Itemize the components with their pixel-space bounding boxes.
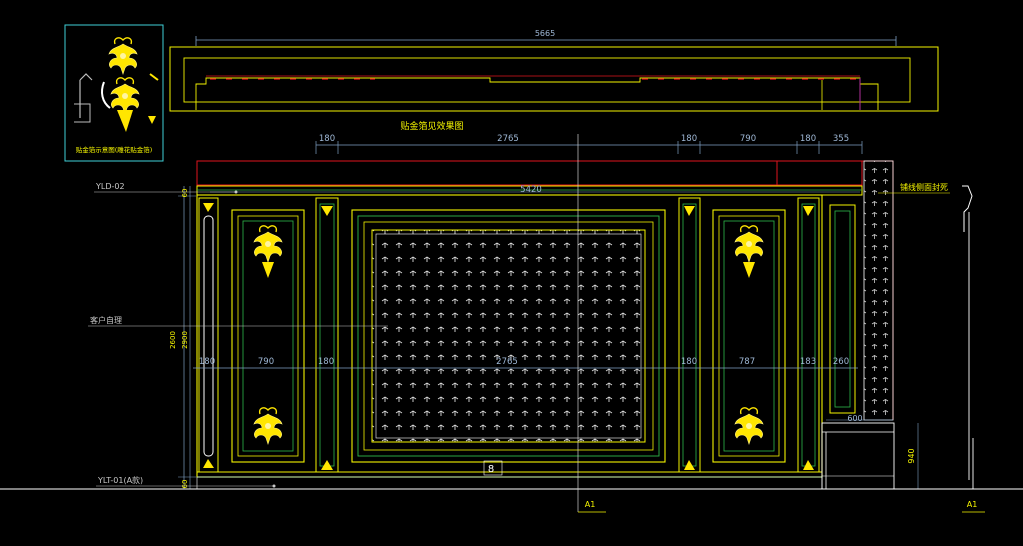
- dim-mid-7: 260: [833, 357, 849, 367]
- side-profile: [962, 185, 974, 489]
- section-marker-left: A1: [585, 500, 596, 509]
- dim-vertical-0: 2600: [169, 331, 177, 349]
- dim-mid-0: 180: [199, 357, 215, 367]
- section-marker-right: A1: [967, 500, 978, 509]
- dim-mid-5: 787: [739, 357, 755, 367]
- note-client-label: 客户自理: [90, 315, 122, 325]
- dim-mid-6: 183: [800, 357, 816, 367]
- dim-mid-1: 790: [258, 357, 274, 367]
- plan-view[interactable]: 5665: [169, 29, 939, 112]
- dim-mid-3: 2765: [496, 357, 518, 367]
- tag-yld-02[interactable]: YLD-02: [94, 182, 238, 194]
- note-side-seal-label: 铺线侧面封死: [900, 182, 948, 192]
- center-mark: 8: [488, 464, 494, 475]
- dim-top-0: 180: [319, 134, 335, 144]
- tag-top-label: YLD-02: [95, 182, 125, 191]
- dim-right-small: 600: [847, 414, 862, 423]
- dim-vertical-tick-bottom: 60: [181, 480, 189, 489]
- tag-bottom-label: YLT-01(A款): [97, 475, 143, 485]
- dim-top-3: 790: [740, 134, 756, 144]
- dim-vertical-tick-top: 60: [181, 189, 189, 198]
- dim-top-2: 180: [681, 134, 697, 144]
- legend-caption: 贴金箔示意图(雕花贴金箔): [76, 145, 153, 154]
- dim-mid-2: 180: [318, 357, 334, 367]
- left-vertical-dims: 2600 2900 60 60: [169, 186, 196, 489]
- top-dimension-chain: 180 2765 180 790 180 355: [315, 134, 863, 154]
- note-side-seal[interactable]: 铺线侧面封死: [878, 182, 950, 194]
- dim-top-4: 180: [800, 134, 816, 144]
- dim-cabinet-height: 940: [907, 448, 916, 463]
- plan-total-dimension: 5665: [535, 29, 555, 38]
- tag-ylt-01[interactable]: YLT-01(A款): [96, 475, 276, 488]
- dim-top-1: 2765: [497, 134, 519, 144]
- legend-inset[interactable]: 贴金箔示意图(雕花贴金箔): [64, 24, 164, 162]
- wall-elevation[interactable]: 5420: [196, 160, 895, 490]
- mid-dimension-chain: 180 790 180 2765 180 787 183 260: [193, 357, 858, 369]
- note-client[interactable]: 客户自理: [88, 315, 388, 327]
- dim-vertical-1: 2900: [181, 331, 189, 349]
- dim-overall: 5420: [520, 185, 542, 195]
- elevation-title: 贴金箔见效果图: [400, 120, 463, 132]
- dim-mid-4: 180: [681, 357, 697, 367]
- dim-top-5: 355: [833, 134, 849, 144]
